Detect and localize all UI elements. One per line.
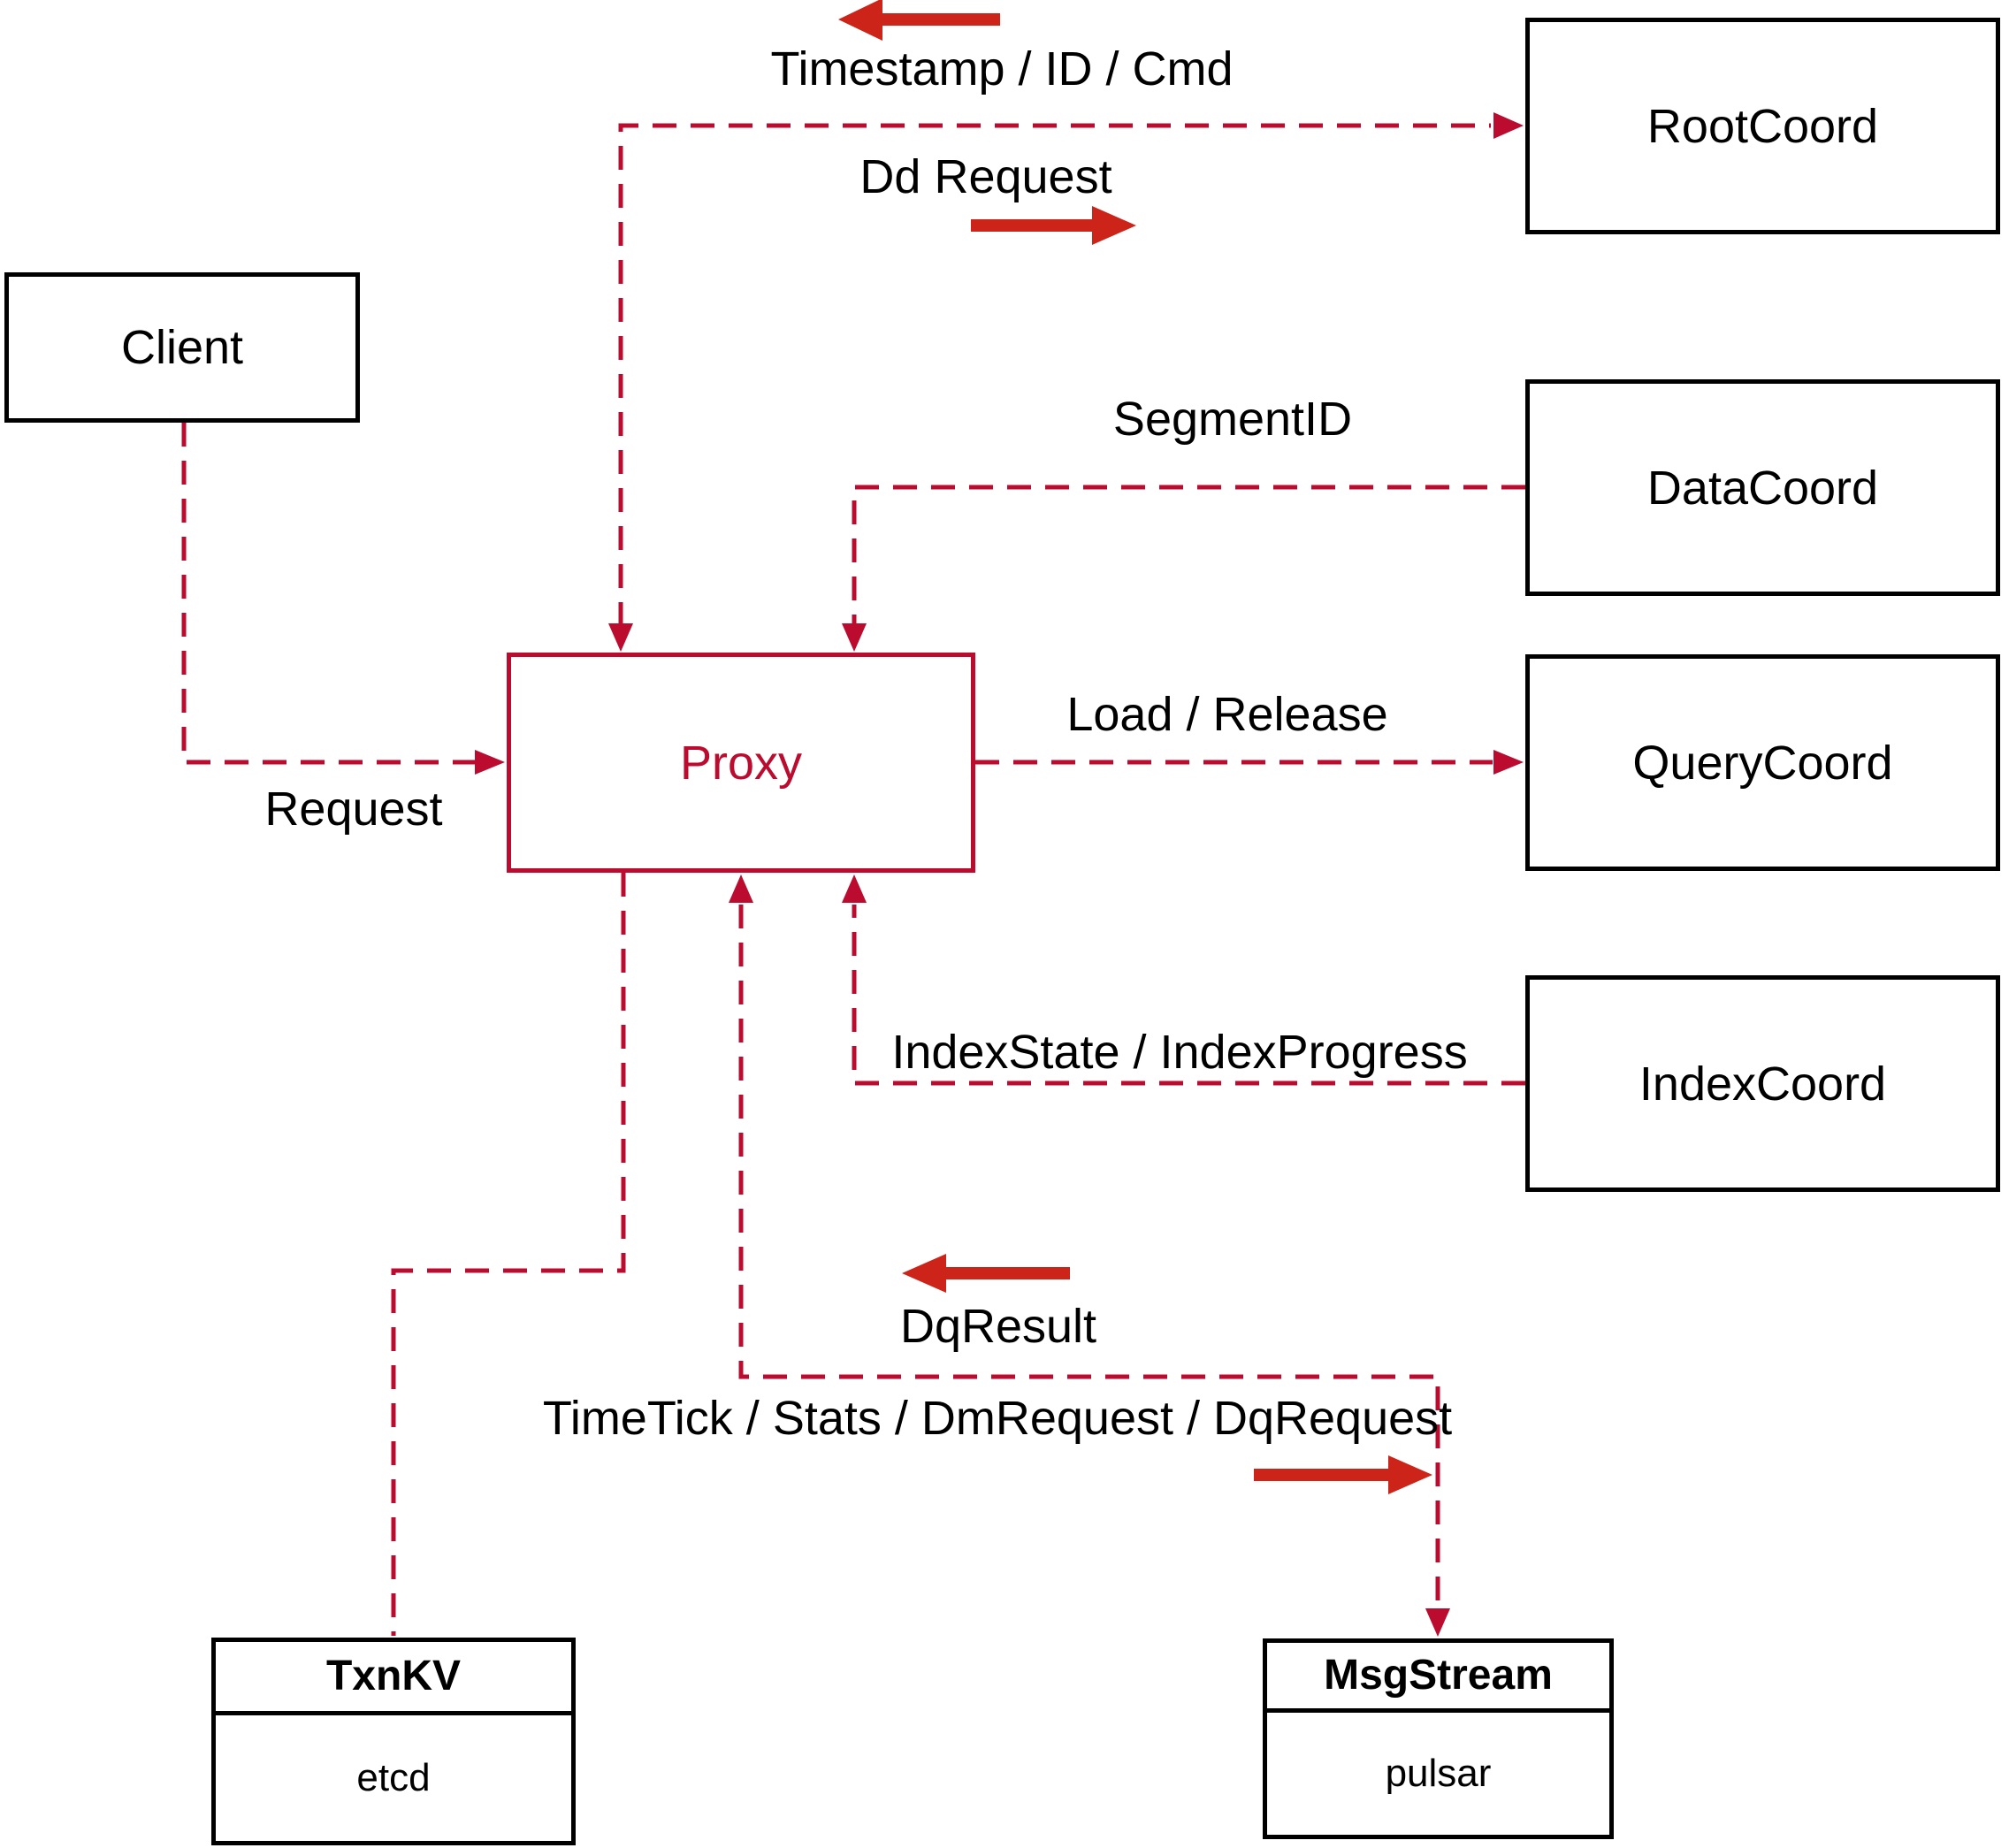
node-txnkv-title: TxnKV [216,1642,571,1715]
arrowhead-into-proxy-left [475,750,505,775]
node-msgstream-impl: pulsar [1267,1713,1609,1835]
direction-arrow-right-time-tick [1254,1455,1432,1494]
edge-label-load-release: Load / Release [1066,688,1388,741]
node-msgstream-impl-text: pulsar [1385,1752,1492,1795]
node-indexcoord-label: IndexCoord [1639,1057,1887,1111]
node-rootcoord-label: RootCoord [1646,99,1879,153]
node-rootcoord: RootCoord [1525,18,2000,234]
node-txnkv-title-text: TxnKV [325,1653,461,1699]
node-client: Client [4,272,360,423]
arrowhead-into-proxy-top-right [842,623,867,652]
edge-client-proxy [181,423,478,765]
node-txnkv-impl-text: etcd [356,1756,431,1799]
edge-proxy-msgstream [738,905,1440,1607]
arrowhead-into-rootcoord [1493,112,1524,139]
node-msgstream-title: MsgStream [1267,1643,1609,1713]
direction-arrow-left-timestamp [838,0,1000,41]
arrowhead-into-proxy-bottom-right [842,874,867,903]
arrowhead-into-proxy-top-left [608,623,633,652]
node-querycoord-label: QueryCoord [1632,736,1893,790]
edge-label-index-state: IndexState / IndexProgress [891,1026,1468,1079]
edge-label-request: Request [264,783,443,836]
node-client-label: Client [120,321,244,374]
node-txnkv: TxnKV etcd [211,1638,576,1845]
edge-proxy-rootcoord [618,123,1491,626]
node-proxy-label: Proxy [679,736,803,790]
direction-arrow-right-dd-request [971,206,1136,245]
arrowhead-into-proxy-bottom-center [729,874,753,903]
edge-label-time-tick: TimeTick / Stats / DmRequest / DqRequest [542,1392,1453,1445]
node-msgstream-title-text: MsgStream [1324,1652,1553,1699]
edge-datacoord-proxy [852,485,1525,626]
edge-label-segment-id: SegmentID [1112,393,1353,446]
node-txnkv-impl: etcd [216,1715,571,1841]
node-indexcoord: IndexCoord [1525,975,2000,1192]
edge-label-dq-result: DqResult [899,1300,1097,1353]
node-datacoord-label: DataCoord [1646,461,1879,515]
arrowhead-into-querycoord [1493,750,1524,775]
node-msgstream: MsgStream pulsar [1263,1638,1614,1839]
edge-label-timestamp: Timestamp / ID / Cmd [770,42,1234,95]
node-datacoord: DataCoord [1525,379,2000,596]
node-proxy: Proxy [507,653,975,873]
node-querycoord: QueryCoord [1525,654,2000,871]
arrowhead-into-msgstream [1425,1608,1450,1637]
edge-label-dd-request: Dd Request [859,150,1112,203]
direction-arrow-left-dq-result [902,1254,1070,1293]
edge-proxy-txnkv [391,873,626,1636]
